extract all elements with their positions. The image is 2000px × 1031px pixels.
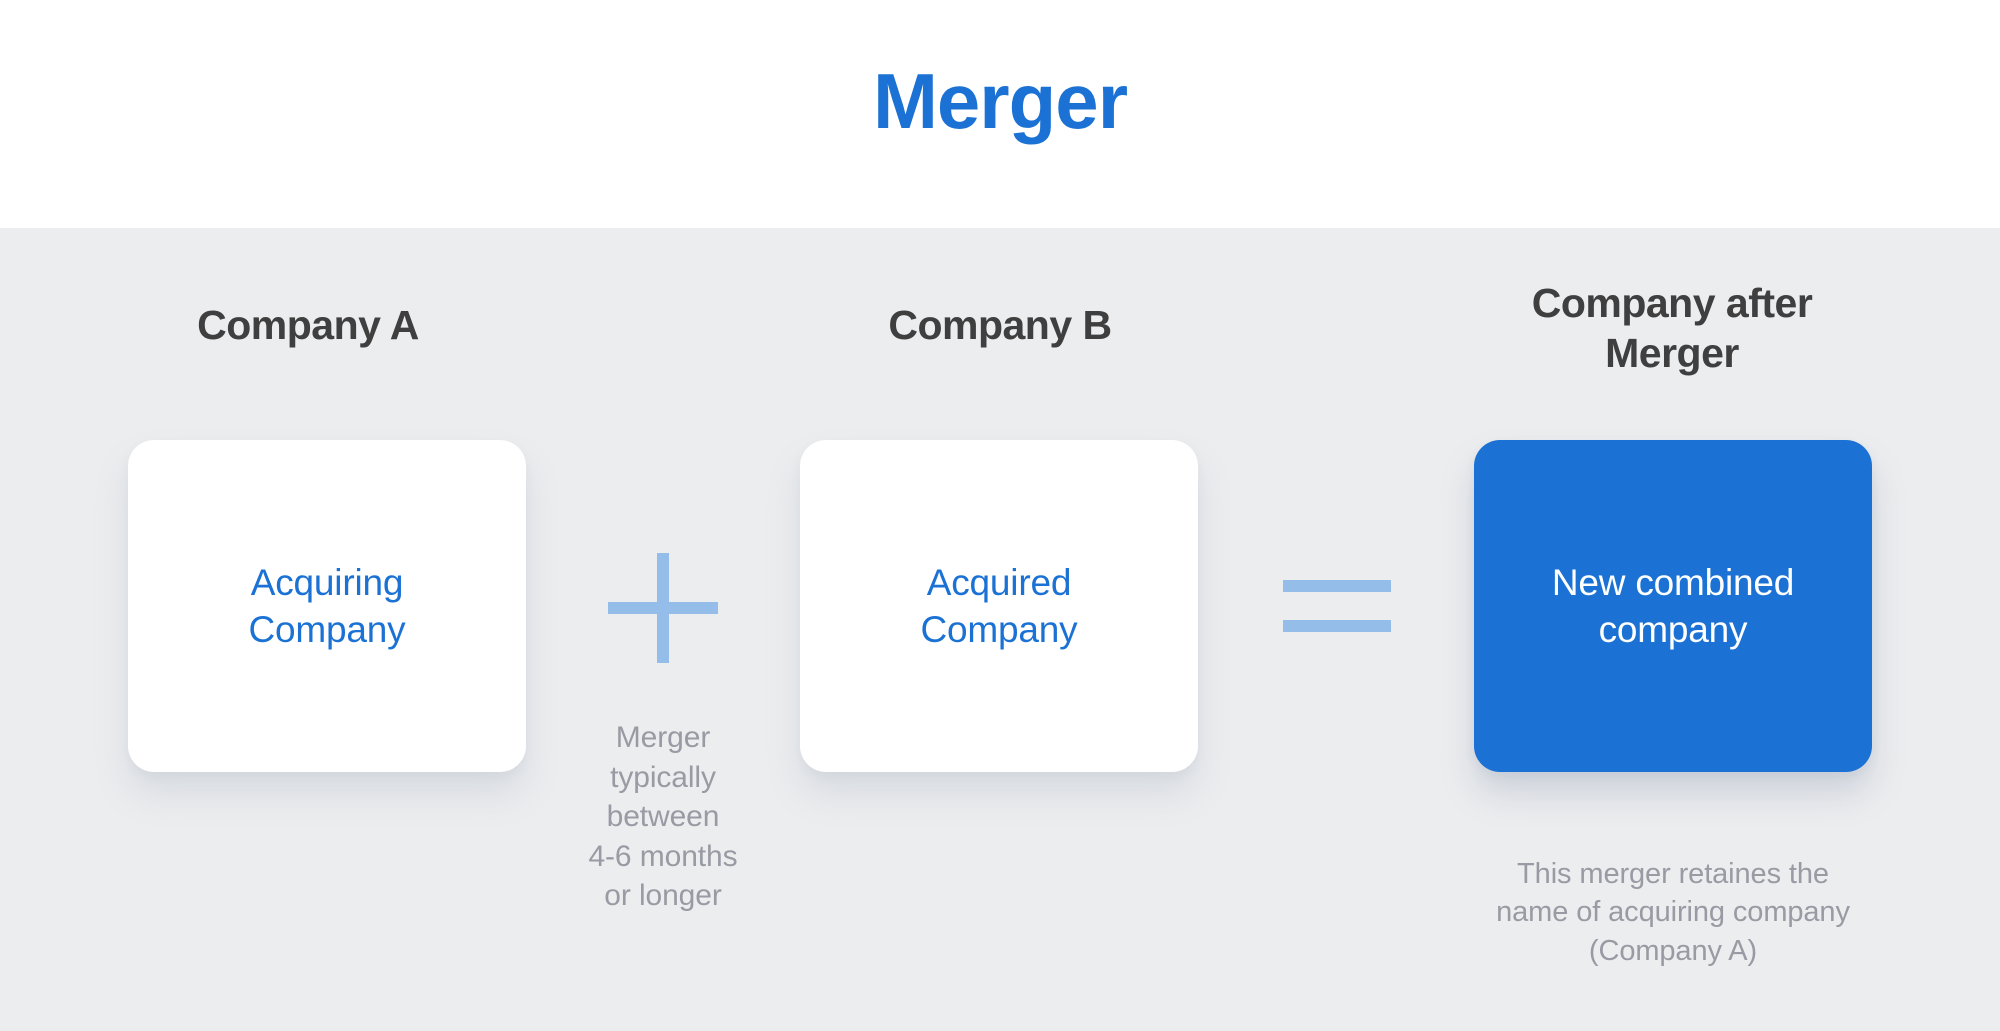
caption-line-4: 4-6 months	[588, 839, 738, 873]
caption-line-1: This merger retaines the	[1517, 858, 1829, 890]
card-label-line-1: Acquiring	[250, 561, 404, 603]
card-label: New combined company	[1551, 559, 1795, 654]
equals-icon-top-bar	[1283, 580, 1391, 592]
card-label-line-1: Acquired	[926, 561, 1072, 603]
card-label-line-1: New combined	[1551, 561, 1795, 603]
caption-line-2: name of acquiring company	[1496, 896, 1850, 929]
card-label-line-2: Company	[248, 609, 406, 650]
card-label: Acquired Company	[921, 559, 1078, 654]
caption-line-3: between	[606, 800, 720, 834]
plus-icon	[608, 553, 718, 663]
equals-icon	[1283, 580, 1391, 638]
caption-line-5: or longer	[604, 879, 722, 913]
caption-line-2: typically	[610, 760, 716, 794]
card-label-line-2: Company	[920, 609, 1078, 650]
title-band: Merger	[0, 0, 2000, 228]
card-acquiring-company: Acquiring Company	[128, 440, 526, 772]
caption-line-3: (Company A)	[1588, 934, 1758, 967]
page-title: Merger	[872, 57, 1128, 145]
column-header-line-2: Merger	[1605, 330, 1739, 377]
column-header-line-1: Company after	[1531, 280, 1813, 326]
caption-line-1: Merger	[615, 721, 711, 754]
column-header-company-a: Company A	[197, 302, 419, 348]
plus-icon-vertical-bar	[657, 553, 669, 663]
column-header-company-after-merger: Company after Merger	[1432, 278, 1912, 378]
caption-merger-duration: Merger typically between 4-6 months or l…	[563, 718, 763, 916]
card-new-combined-company: New combined company	[1474, 440, 1872, 772]
caption-merger-naming: This merger retaines the name of acquiri…	[1434, 855, 1912, 970]
column-header-company-b: Company B	[888, 302, 1112, 348]
card-label: Acquiring Company	[249, 559, 406, 654]
card-acquired-company: Acquired Company	[800, 440, 1198, 772]
equals-icon-bottom-bar	[1283, 620, 1391, 632]
card-label-line-2: company	[1598, 609, 1748, 650]
